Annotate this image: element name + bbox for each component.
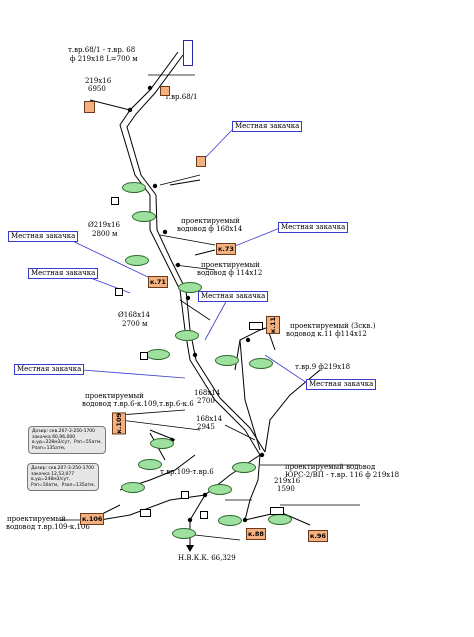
node-oval [121,482,145,493]
valve-nodes [127,85,265,523]
label-tp68-1: т.вр.68/1 [165,93,198,101]
node-oval [208,484,232,495]
node-oval [218,515,242,526]
well-box-k106: к.106 [80,513,105,525]
label-pipe-219-16-a: 219х16 [85,77,112,85]
label-proj-114-line1: проектируемый [201,261,260,269]
well-box-k11: к.11 [266,316,280,334]
well-box-k88: к.88 [246,528,266,540]
label-proj3-line2: водовод к.11 ф114х12 [286,330,367,338]
equipment-box [115,288,123,296]
label-pipe-168-14-c: 168х14 [196,415,223,423]
node-oval [150,438,174,449]
local-injection-callout: Местная закачка [198,291,269,302]
node-oval [178,282,202,293]
dosing-note: Дозир: скв.207-3-250-1700 закачка 12,53,… [27,463,99,491]
local-injection-callout: Местная закачка [232,121,303,132]
label-length-2700-b: 2700 [197,397,215,405]
label-pipe-219-16-b: Ø219х16 [88,221,120,229]
well-box-k73: к.73 [216,243,236,255]
callout-leaders [61,129,311,386]
equipment-box [270,507,284,515]
label-proj-116-line2: ЮРС-2/ВП - т.вр. 116 ф 219х18 [285,471,400,479]
label-length-1590: 1590 [277,485,295,493]
well-box-k109: к.109 [112,412,126,435]
equipment-box [181,491,189,499]
local-injection-callout: Местная закачка [14,364,85,375]
label-pipe-168-14: Ø168х14 [118,311,150,319]
node-oval [268,514,292,525]
well-marker [196,156,206,167]
node-oval [232,462,256,473]
label-proj-168-line2: водовод ф 168х14 [177,225,243,233]
equipment-box [140,509,151,517]
equipment-box [249,322,263,330]
label-nvk: Н.В.К.К. 66,329 [178,554,236,562]
label-proj-168-line1: проектируемый [181,217,240,225]
vertical-station-box [183,40,193,66]
local-injection-callout: Местная закачка [306,379,377,390]
dosing-note: Дозир: скв.207-3-250-1700 закачка 60,96,… [28,426,106,454]
node-oval [175,330,199,341]
local-injection-callout: Местная закачка [8,231,79,242]
node-oval [172,528,196,539]
label-tp9: т.вр.9 ф219х18 [295,363,351,371]
label-pipe-168-14-b: 168х14 [194,389,221,397]
label-proj3-line1: проектируемый (3скв.) [290,322,376,330]
label-pipe-219-16-c: 219х16 [274,477,301,485]
equipment-box [111,197,119,205]
label-proj-6-line2: водовод т.вр.6-к.109,т.вр.6-к.6 [82,400,194,408]
label-length-2800: 2800 м [92,230,118,238]
equipment-box [200,511,208,519]
node-oval [249,358,273,369]
local-injection-callout: Местная закачка [28,268,99,279]
label-proj-106-line1: проектируемый [7,515,66,523]
label-tp68-segment: т.вр.68/1 - т.вр. 68 [68,46,136,54]
label-pipe-top: ф 219х18 L=700 м [70,55,138,63]
well-box-k71: к.71 [148,276,168,288]
well-marker [160,86,170,96]
node-oval [132,211,156,222]
label-proj-116-line1: проектируемый водовод [285,463,376,471]
well-marker [84,101,95,113]
node-oval [215,355,239,366]
label-tp109: т.вр.109-т.вр.6 [160,468,214,476]
down-arrow-icon [186,545,194,552]
node-oval [138,459,162,470]
label-length-2945: 2945 [197,423,215,431]
label-proj-106-line2: водовод т.вр.109-к.106 [6,523,90,531]
label-length-6950: 6950 [88,85,106,93]
label-proj-6-line1: проектируемый [85,392,144,400]
label-proj-114-line2: водовод ф 114х12 [197,269,263,277]
local-injection-callout: Местная закачка [278,222,349,233]
node-oval [122,182,146,193]
node-oval [146,349,170,360]
well-box-k96: к.96 [308,530,328,542]
node-oval [125,255,149,266]
label-length-2700: 2700 м [122,320,148,328]
equipment-box [140,352,148,360]
